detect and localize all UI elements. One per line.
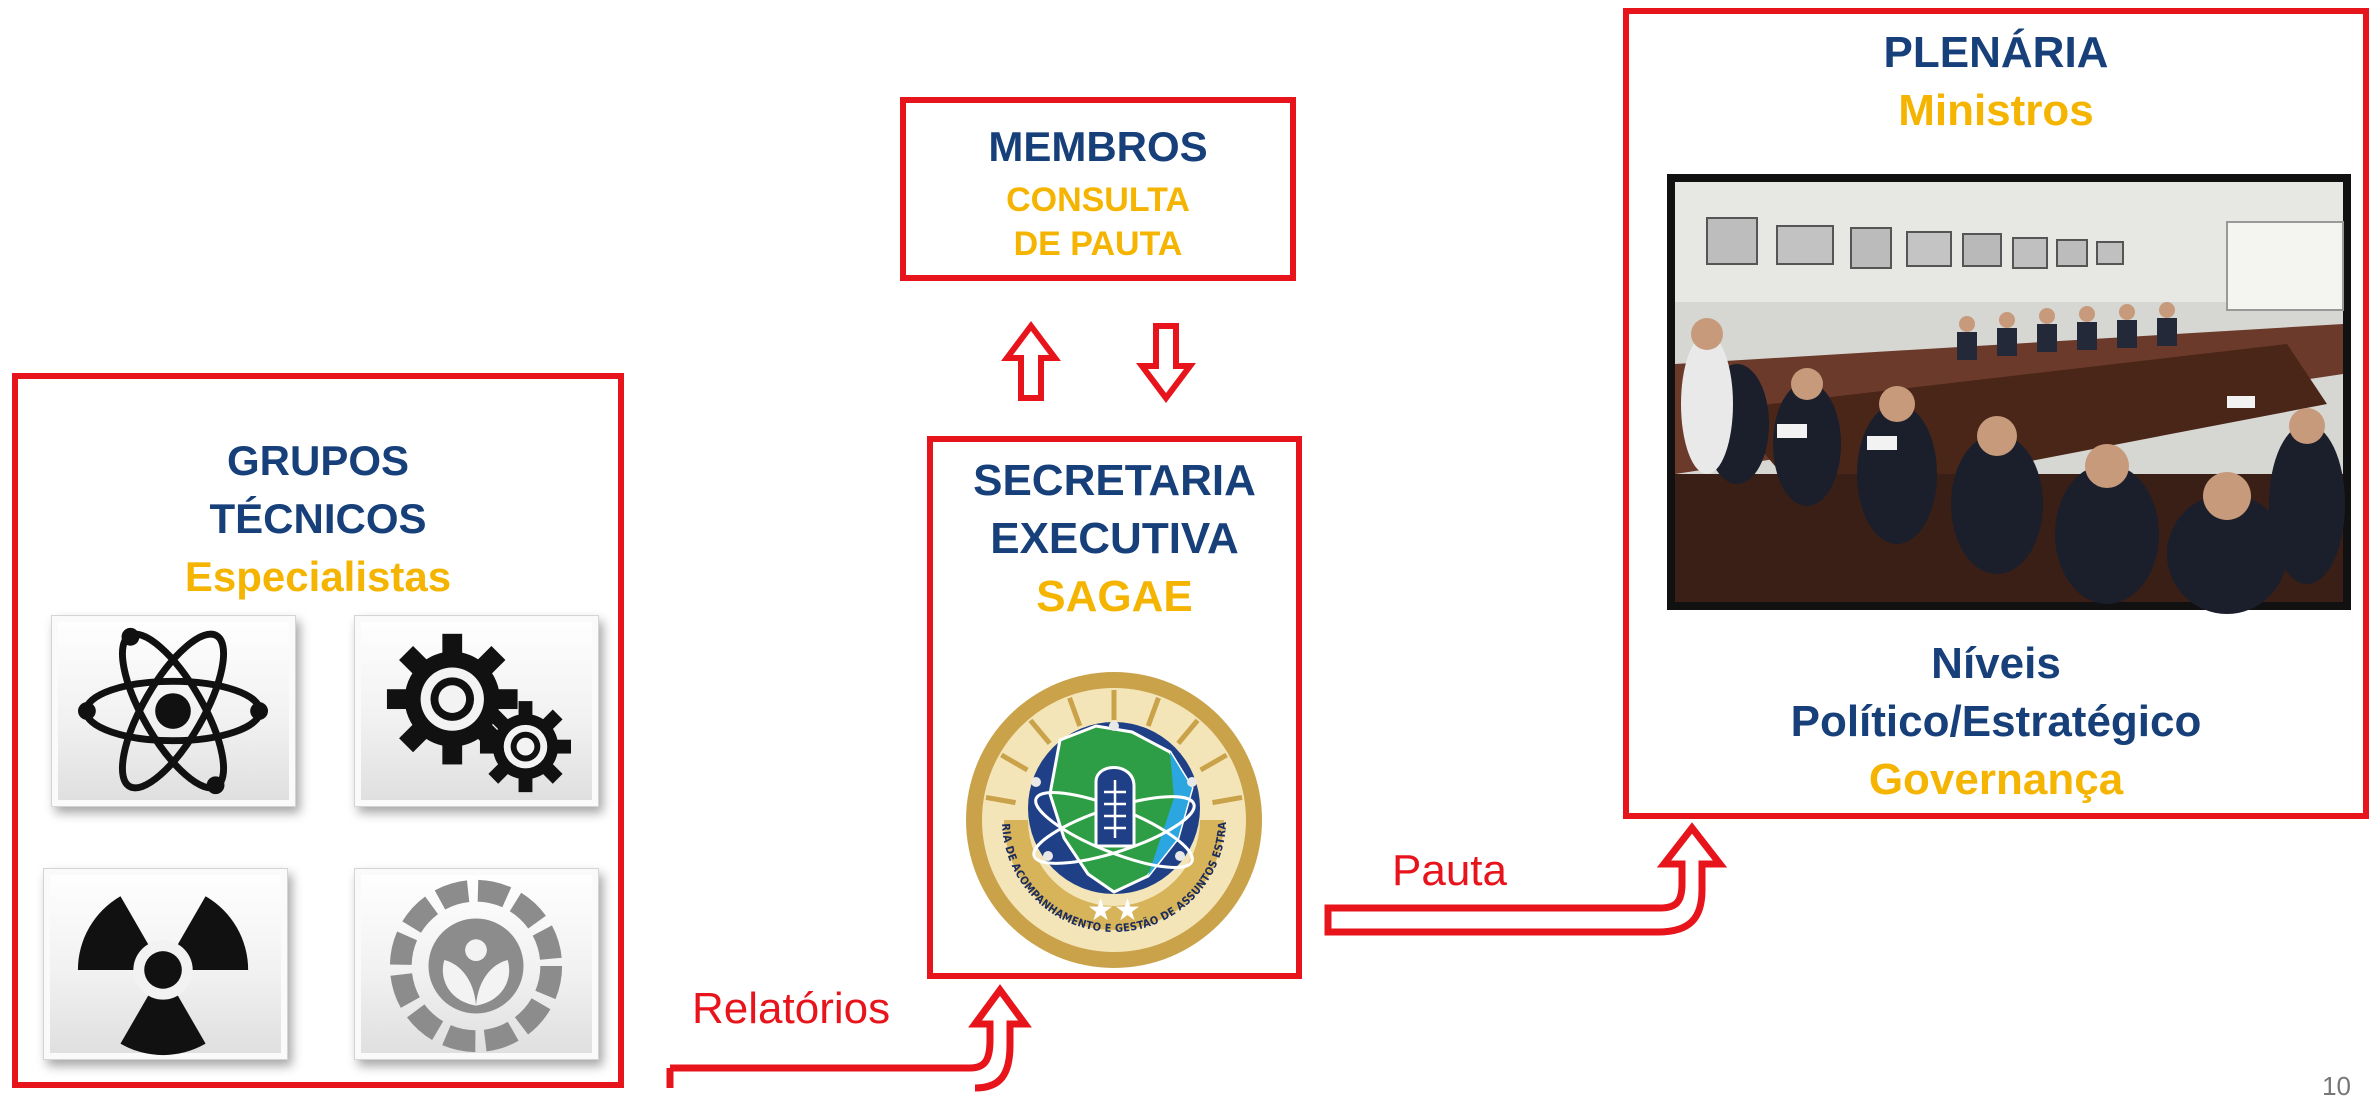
gears-icon	[354, 615, 599, 807]
atom-icon	[51, 615, 296, 807]
plenaria-box: PLENÁRIA Ministros	[1623, 8, 2369, 819]
plenaria-line1: Níveis	[1931, 639, 2061, 688]
grupos-title-line2: TÉCNICOS	[209, 495, 427, 542]
svg-text:★★: ★★	[1087, 893, 1141, 928]
page-number: 10	[2322, 1071, 2351, 1101]
relatorios-label: Relatórios	[692, 984, 891, 1033]
meeting-photo	[1667, 174, 2351, 614]
pauta-label: Pauta	[1392, 846, 1507, 895]
membros-line1: CONSULTA	[1006, 181, 1190, 219]
grupos-title-line1: GRUPOS	[226, 437, 410, 484]
membros-line2: DE PAUTA	[1013, 225, 1183, 263]
secretaria-subtitle: SAGAE	[1036, 572, 1193, 621]
plenaria-line3: Governança	[1868, 755, 2124, 804]
grupos-tecnicos-box: GRUPOS TÉCNICOS Especialistas	[12, 373, 624, 1088]
membros-box: MEMBROS CONSULTA DE PAUTA	[900, 97, 1296, 281]
membros-title: MEMBROS	[988, 123, 1208, 170]
grupos-subtitle: Especialistas	[184, 553, 452, 600]
plenaria-title: PLENÁRIA	[1883, 28, 2109, 77]
irradiation-icon	[354, 868, 599, 1060]
up-arrow	[1001, 321, 1061, 401]
plenaria-subtitle: Ministros	[1898, 86, 2094, 135]
down-arrow	[1136, 323, 1196, 403]
secretaria-title-line1: SECRETARIA	[973, 456, 1256, 505]
sagae-seal-logo: SECRETARIA DE ACOMPANHAMENTO E GESTÃO DE…	[960, 660, 1262, 968]
secretaria-box: SECRETARIA EXECUTIVA SAGAE SECRETARIA DE…	[927, 436, 1302, 979]
plenaria-line2: Político/Estratégico	[1790, 697, 2202, 746]
radiation-icon	[43, 868, 288, 1060]
secretaria-title-line2: EXECUTIVA	[990, 514, 1239, 563]
